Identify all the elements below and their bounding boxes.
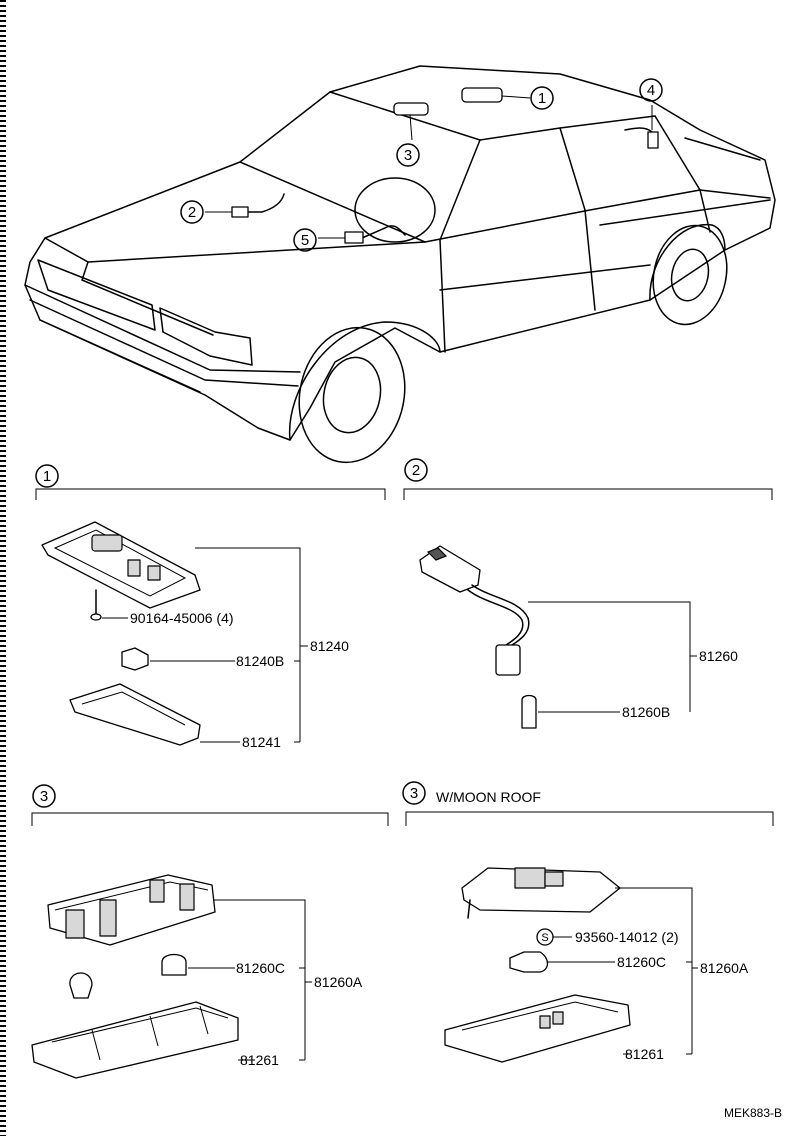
callout-1: 1 (530, 86, 554, 110)
lamp-base-81240 (41, 521, 201, 609)
label-81261-a: 81261 (240, 1052, 279, 1068)
label-81261-b: 81261 (625, 1046, 664, 1062)
bulb-81260C-a (161, 953, 187, 976)
svg-text:4: 4 (647, 82, 655, 99)
label-81240B: 81240B (236, 653, 284, 669)
section-2-parts (419, 545, 697, 729)
label-93560-14012: 93560-14012 (2) (575, 929, 679, 945)
label-81260: 81260 (699, 648, 738, 664)
lens-81261-b (444, 994, 631, 1063)
svg-text:3: 3 (40, 788, 48, 805)
section-moonroof-parts: S (444, 867, 698, 1063)
label-81260C-a: 81260C (236, 960, 285, 976)
svg-text:3: 3 (404, 147, 412, 164)
svg-text:2: 2 (412, 462, 420, 479)
harness-2-connector (231, 206, 249, 218)
bulb-81260C-b (509, 951, 549, 973)
roof-lamp-1-marker (461, 87, 503, 103)
label-81260B: 81260B (622, 704, 670, 720)
socket-81260 (495, 644, 521, 676)
label-81240: 81240 (310, 638, 349, 654)
lamp-housing-81260A-moonroof (461, 867, 621, 913)
lamp-housing-81260A (47, 874, 216, 946)
section-1-parts (41, 521, 308, 746)
callout-4: 4 (639, 78, 663, 102)
label-81241: 81241 (242, 734, 281, 750)
svg-text:1: 1 (538, 90, 546, 107)
label-90164-45006: 90164-45006 (4) (130, 610, 234, 626)
svg-text:1: 1 (43, 468, 51, 485)
torn-left-edge (0, 0, 6, 1136)
callout-5: 5 (293, 228, 317, 252)
bulb-81260B (521, 694, 537, 729)
bulb-left (69, 972, 93, 999)
label-81260A-a: 81260A (314, 974, 363, 990)
socket-4-marker (647, 131, 659, 149)
lens-81241 (69, 683, 201, 746)
callout-3: 3 (396, 143, 420, 167)
svg-text:2: 2 (188, 204, 196, 221)
diagram-code: MEK883-B (724, 1106, 782, 1120)
lens-81261-a (31, 1001, 239, 1079)
clip-symbol: S (541, 932, 548, 944)
bulb-81240B (121, 647, 149, 671)
car-illustration (24, 65, 776, 464)
label-81260A-b: 81260A (700, 960, 749, 976)
section-2-header: 2 (403, 458, 773, 500)
section-3-header: 3 (31, 784, 389, 826)
svg-text:5: 5 (301, 232, 309, 249)
section-moonroof-title: W/MOON ROOF (436, 789, 541, 805)
section-3-parts (31, 874, 312, 1079)
label-81260C-b: 81260C (617, 954, 666, 970)
roof-lamp-3-marker (393, 102, 429, 116)
callout-2: 2 (180, 200, 204, 224)
svg-text:3: 3 (410, 785, 418, 802)
screw-90164 (90, 613, 102, 621)
section-moonroof-header: 3 (402, 781, 774, 826)
harness-5-connector (344, 231, 364, 244)
section-1-header: 1 (35, 464, 386, 500)
